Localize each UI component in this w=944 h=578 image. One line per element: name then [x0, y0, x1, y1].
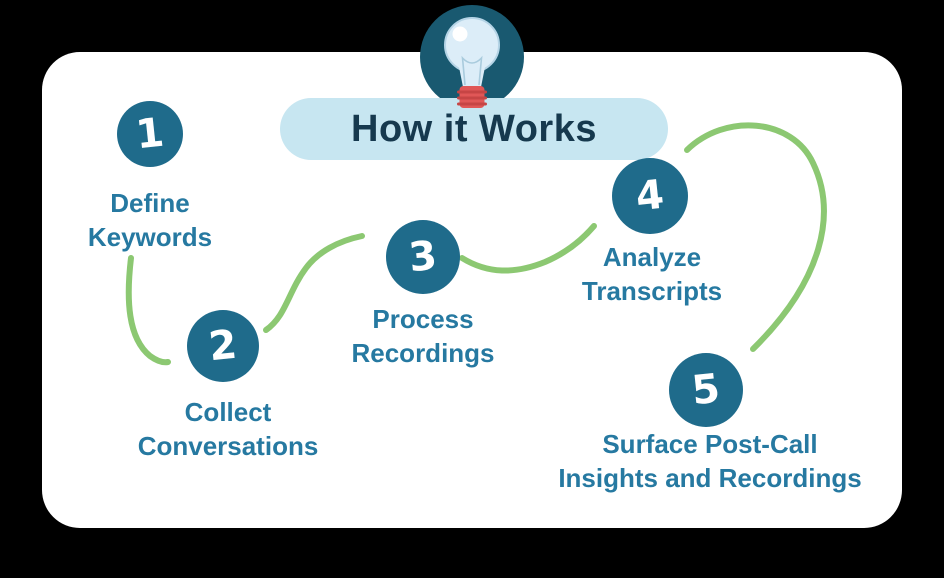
title-banner: How it Works — [280, 98, 668, 160]
step-label-2: Collect Conversations — [137, 397, 319, 461]
step-number-2: 2 — [206, 321, 240, 371]
step-circle-1: 1 — [117, 101, 183, 167]
step-label-3: Process Recordings — [351, 304, 495, 368]
bulb-highlight — [452, 26, 468, 42]
step-number-3: 3 — [406, 232, 440, 282]
step-number-4: 4 — [633, 171, 667, 221]
step-number-1: 1 — [133, 109, 167, 159]
step-circle-4: 4 — [612, 158, 688, 234]
bulb-glass — [444, 17, 500, 73]
step-label-5: Surface Post-Call Insights and Recording… — [558, 429, 862, 493]
step-label-4: Analyze Transcripts — [581, 242, 723, 306]
step-circle-3: 3 — [386, 220, 460, 294]
bulb-base-stripes — [457, 90, 487, 106]
arrow-step3-to-step4 — [459, 223, 597, 274]
step-circle-2: 2 — [187, 310, 259, 382]
bulb-filament — [461, 55, 483, 86]
step-circle-5: 5 — [669, 353, 743, 427]
arrow-step1-to-step2 — [125, 255, 171, 366]
page-title: How it Works — [351, 107, 597, 150]
step-label-1: Define Keywords — [87, 188, 213, 252]
arrow-step2-to-step3 — [263, 233, 365, 333]
step-number-5: 5 — [689, 365, 723, 415]
arrow-step4-to-step5 — [684, 122, 827, 352]
lightbulb-icon — [444, 17, 500, 108]
